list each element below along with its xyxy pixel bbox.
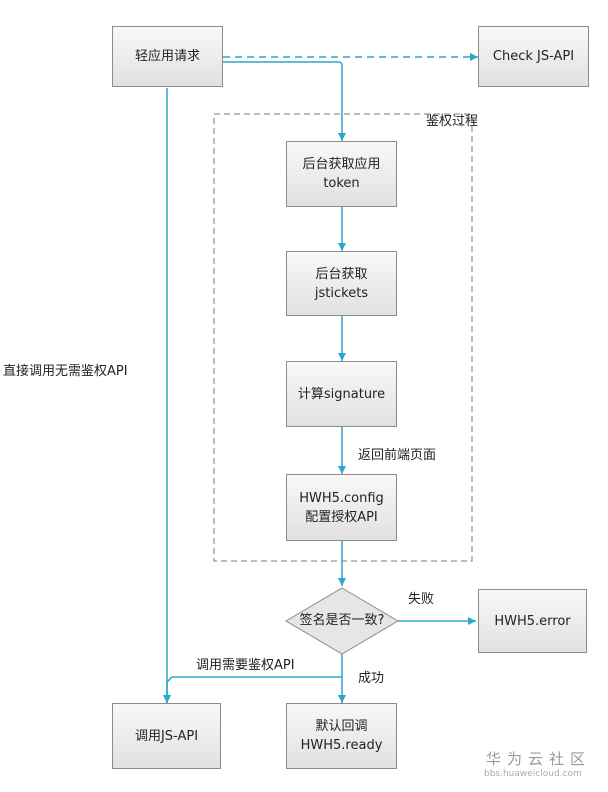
compute-signature-node: 计算signature: [286, 361, 397, 427]
direct-call-label: 直接调用无需鉴权API: [3, 364, 128, 379]
return-frontend-label: 返回前端页面: [358, 448, 437, 463]
ready-label-line2: HWH5.ready: [300, 738, 383, 753]
auth-region-title: 鉴权过程: [426, 114, 479, 129]
decision-label: 签名是否一致?: [299, 613, 385, 628]
check-js-api-label: Check JS-API: [492, 49, 575, 64]
config-label-line1: HWH5.config: [299, 490, 384, 506]
success-label: 成功: [358, 671, 385, 686]
call-js-api-label: 调用JS-API: [134, 728, 199, 744]
call-js-api-node: 调用JS-API: [112, 703, 221, 769]
watermark-brand: 华为云社区: [486, 750, 592, 768]
ready-label-line1: 默认回调: [315, 719, 368, 734]
get-token-label-line1: 后台获取应用: [302, 157, 381, 172]
config-node: HWH5.config 配置授权API: [286, 474, 397, 541]
watermark-url: bbs.huaweicloud.com: [484, 769, 582, 779]
check-js-api-node: Check JS-API: [478, 26, 589, 87]
get-jstickets-label-line1: 后台获取: [315, 266, 368, 282]
error-label: HWH5.error: [494, 613, 571, 629]
get-jstickets-label-line2: jstickets: [314, 285, 369, 301]
fail-label: 失败: [408, 592, 435, 607]
get-token-label-line2: token: [323, 176, 360, 191]
compute-signature-label: 计算signature: [297, 386, 386, 402]
edge-request-to-token: [223, 61, 346, 141]
light-app-request-label: 轻应用请求: [134, 49, 200, 64]
ready-node: 默认回调 HWH5.ready: [286, 703, 397, 769]
get-jstickets-node: 后台获取 jstickets: [286, 251, 397, 316]
error-node: HWH5.error: [478, 589, 587, 653]
config-label-line2: 配置授权API: [305, 509, 378, 525]
get-token-node: 后台获取应用 token: [286, 141, 397, 207]
auth-process-region: [213, 113, 473, 562]
edge-decision-to-call: [163, 676, 342, 703]
call-needs-auth-label: 调用需要鉴权API: [196, 658, 295, 673]
light-app-request-node: 轻应用请求: [112, 26, 223, 87]
